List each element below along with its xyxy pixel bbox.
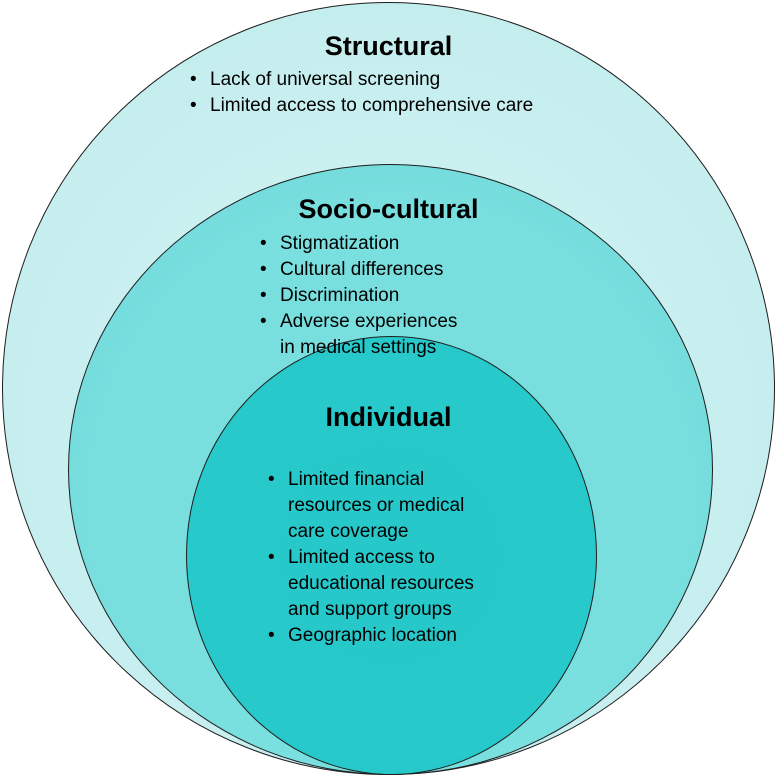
individual-item: Limited access to educational resources … (262, 545, 474, 623)
socio-cultural-item: Adverse experiences in medical settings (254, 309, 457, 361)
socio-cultural-item: Cultural differences (254, 257, 457, 283)
socio-cultural-item: Discrimination (254, 283, 457, 309)
individual-items: Limited financial resources or medical c… (262, 467, 474, 649)
individual-title: Individual (325, 402, 452, 432)
structural-item: Limited access to comprehensive care (184, 93, 533, 119)
structural-item: Lack of universal screening (184, 67, 533, 93)
structural-items: Lack of universal screening Limited acce… (184, 67, 533, 119)
individual-item: Limited financial resources or medical c… (262, 467, 474, 545)
socio-cultural-item: Stigmatization (254, 231, 457, 257)
structural-title: Structural (324, 31, 453, 61)
socio-cultural-items: Stigmatization Cultural differences Disc… (254, 231, 457, 361)
individual-item: Geographic location (262, 623, 474, 649)
socio-cultural-title: Socio-cultural (298, 194, 479, 224)
